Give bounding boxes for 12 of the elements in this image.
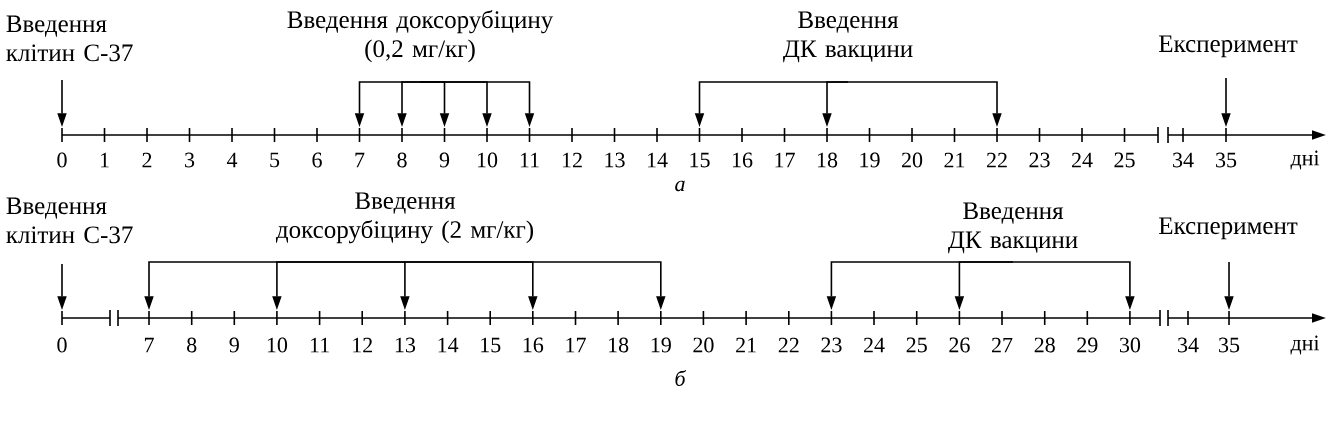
event-label: Введення доксорубіцину (0,2 мг/кг) [287, 10, 554, 63]
event-label: Введення клітин С-37 [6, 197, 133, 244]
event-label: Експеримент [1159, 35, 1298, 58]
event-label: Введення ДК вакцини [783, 11, 913, 63]
panel-letter: б [675, 370, 687, 386]
event-label: Введення ДК вакцини [948, 202, 1078, 254]
event-label: Введення клітин С-37 [6, 15, 133, 62]
tick-label: 0 [57, 337, 67, 353]
event-label: Введення доксорубіцину (2 мг/кг) [275, 192, 534, 244]
tick-label: 0 [57, 152, 67, 168]
panel-letter: а [675, 180, 685, 192]
event-label: Експеримент [1159, 217, 1298, 240]
